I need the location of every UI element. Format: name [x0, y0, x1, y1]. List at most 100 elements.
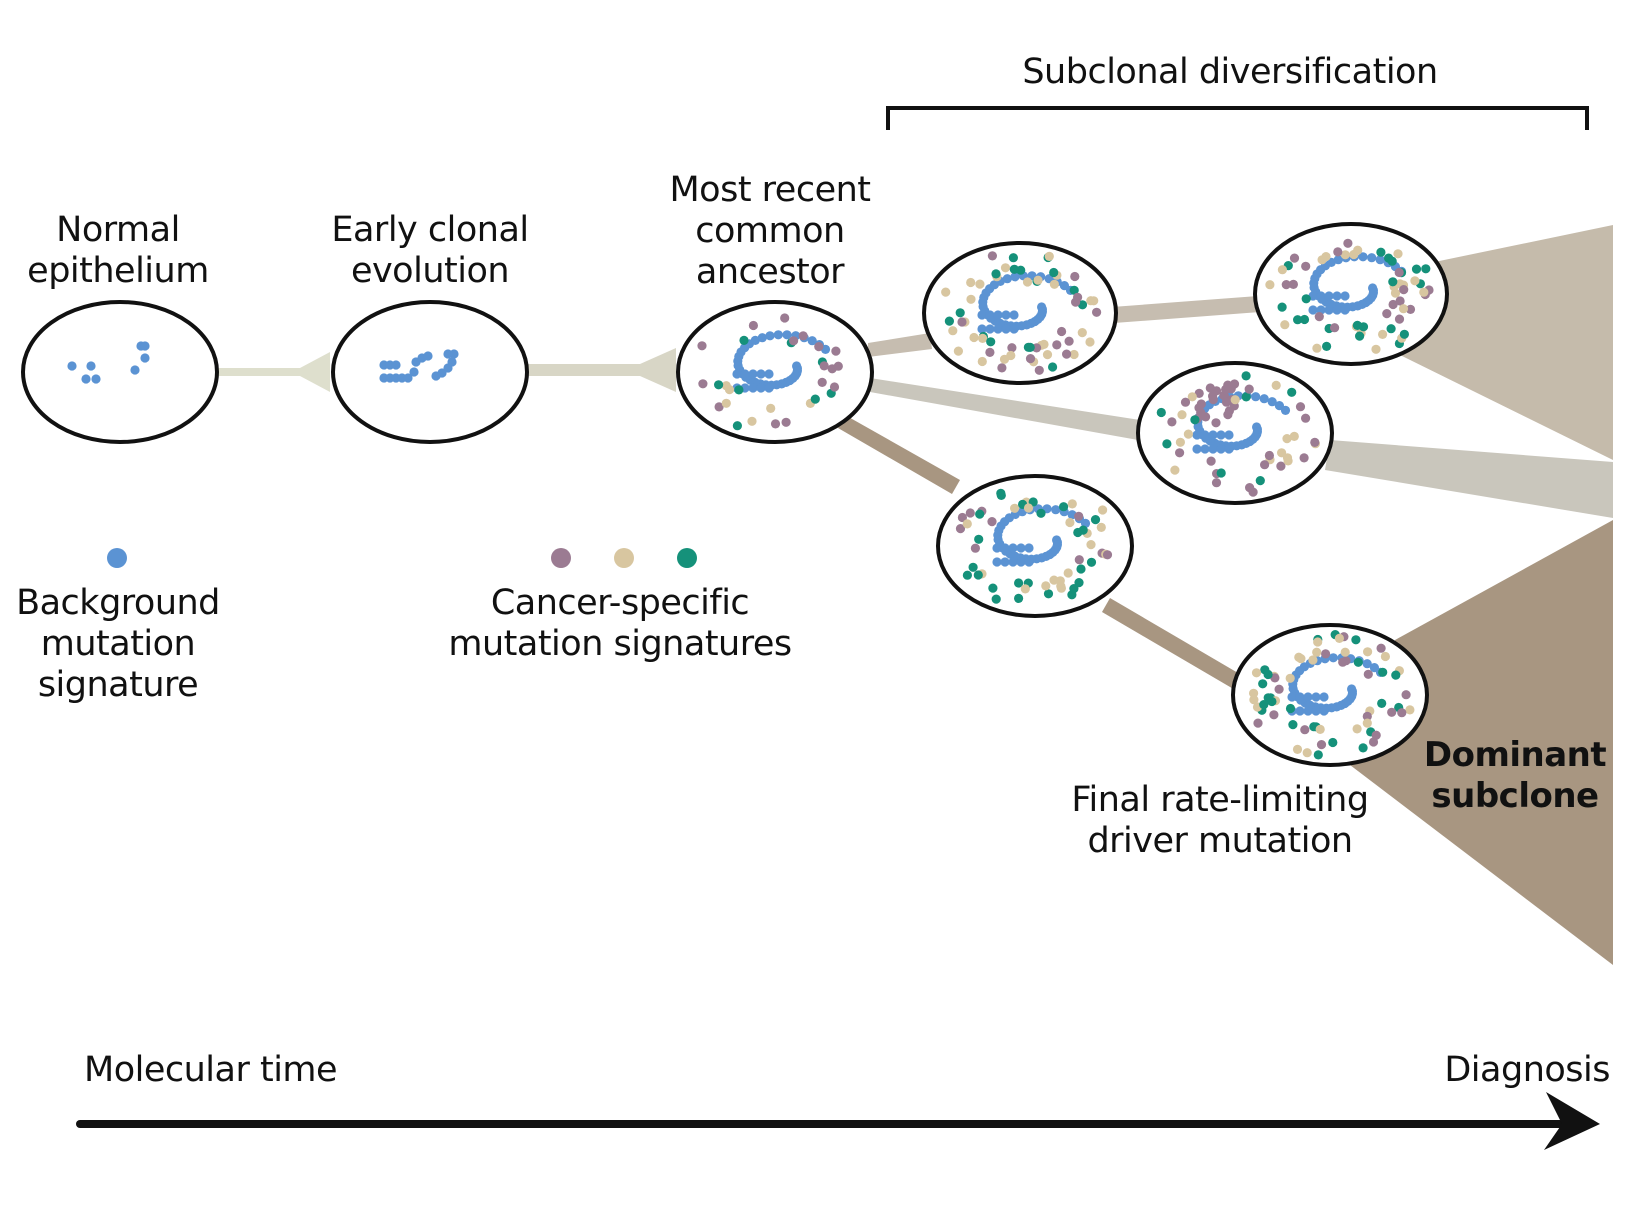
mutation-dot — [1211, 418, 1221, 428]
mutation-dot — [1086, 557, 1097, 567]
mutation-dot — [1394, 314, 1405, 324]
mutation-dot — [764, 369, 774, 379]
mutation-dot — [1260, 665, 1270, 675]
mutation-dot — [1260, 460, 1270, 470]
mutation-dot — [993, 310, 1003, 320]
connector-normal-early — [217, 352, 330, 392]
mutation-dot — [1259, 700, 1269, 710]
mutation-dot — [819, 361, 829, 371]
mutation-dot — [1281, 280, 1291, 290]
mutation-dot — [1410, 276, 1420, 286]
mutation-dot — [1071, 297, 1081, 307]
mutation-dot — [1014, 578, 1024, 588]
mutation-dot — [1312, 343, 1322, 353]
mutation-dot — [1001, 324, 1011, 334]
mutation-dot — [1399, 329, 1409, 339]
mutation-dot — [1287, 692, 1297, 702]
mutation-dot — [955, 524, 966, 534]
mutation-dot — [765, 331, 775, 341]
mutation-dot — [1340, 305, 1350, 315]
mutation-dot — [1089, 296, 1099, 306]
mutation-dot — [1312, 647, 1322, 657]
mutation-dot — [734, 385, 744, 395]
clone-subclone-d — [936, 474, 1134, 618]
mutation-dot — [1043, 589, 1054, 599]
mutation-dot — [965, 508, 975, 518]
mutation-dot — [1229, 379, 1240, 389]
mutation-dot — [993, 324, 1003, 334]
mutation-dot — [1280, 320, 1290, 330]
mutation-dot — [1401, 690, 1411, 700]
clone-mrca — [676, 300, 874, 444]
subclonal-bracket — [886, 106, 1589, 130]
clone-outline — [331, 300, 529, 444]
mutation-dot — [140, 353, 150, 363]
mutation-dot — [1069, 584, 1079, 594]
dominant-subclone-label: Dominant subclone — [1423, 735, 1607, 816]
mutation-dot — [1065, 517, 1075, 528]
mutation-dot — [1241, 392, 1251, 402]
legend-background-label: Background mutation signature — [16, 583, 220, 705]
mutation-dot — [807, 336, 817, 346]
mutation-dot — [1067, 499, 1077, 509]
mutation-dot — [1077, 328, 1087, 338]
mutation-dot — [1376, 643, 1386, 653]
stage-connectors — [217, 348, 676, 392]
mutation-dot — [992, 543, 1002, 553]
mutation-dot — [1009, 264, 1019, 274]
mutation-dot — [1010, 272, 1020, 282]
mutation-dot — [1363, 647, 1373, 657]
mutation-dot — [1086, 540, 1096, 550]
mutation-dot — [1010, 503, 1020, 513]
dominant-subclone-wedge — [1350, 520, 1613, 965]
mutation-dot — [1328, 737, 1338, 748]
mutation-dot — [1000, 543, 1010, 553]
mutation-dot — [1332, 305, 1342, 315]
branch-mrca-d — [838, 415, 960, 494]
mutation-dot — [1041, 581, 1051, 591]
mutation-dot — [1378, 329, 1388, 339]
mutation-dot — [1192, 430, 1202, 440]
mutation-dot — [747, 416, 757, 426]
mutation-dot — [1062, 349, 1072, 359]
clone-early — [331, 300, 529, 444]
mutation-dot — [1200, 430, 1210, 440]
mutation-dot — [1000, 557, 1010, 567]
mutation-dot — [423, 351, 433, 361]
mutation-dot — [1009, 310, 1019, 320]
time-axis-arrowhead-icon — [1544, 1092, 1600, 1150]
mutation-dot — [1391, 670, 1401, 680]
mutation-dot — [1200, 444, 1210, 454]
mutation-dot — [1358, 252, 1368, 262]
mutation-dot — [1001, 310, 1011, 320]
mutation-dot — [1183, 429, 1193, 439]
mutation-dot — [1334, 633, 1344, 644]
mutation-dot — [1006, 350, 1016, 361]
mutation-dot — [957, 512, 968, 523]
mutation-dot — [1277, 265, 1287, 275]
subclone-wedge-b — [1400, 225, 1613, 460]
mutation-dot — [1375, 255, 1385, 265]
mutation-dot — [1295, 402, 1306, 412]
mutation-dot — [1048, 362, 1058, 372]
mutation-dot — [1287, 387, 1297, 397]
clone-outline — [936, 474, 1134, 618]
branch-d-e — [1102, 598, 1250, 694]
mutation-dot — [732, 369, 742, 379]
mutation-dot — [1355, 331, 1365, 341]
mutation-dot — [1333, 247, 1343, 257]
mutation-dot — [798, 331, 808, 341]
clone-ellipses — [21, 222, 1449, 767]
mutation-dot — [941, 287, 951, 297]
mutation-dot — [1351, 635, 1361, 645]
mutation-dot — [974, 534, 984, 544]
subclone-wedge-c — [1325, 440, 1613, 518]
mutation-dot — [773, 330, 783, 340]
mutation-dot — [966, 294, 976, 304]
mutation-dot — [1362, 711, 1372, 722]
mutation-dot — [1167, 417, 1177, 427]
mutation-dot — [1301, 261, 1311, 271]
mutation-dot — [1313, 637, 1323, 647]
mutation-dot — [1382, 309, 1392, 319]
mutation-dot — [757, 333, 767, 343]
